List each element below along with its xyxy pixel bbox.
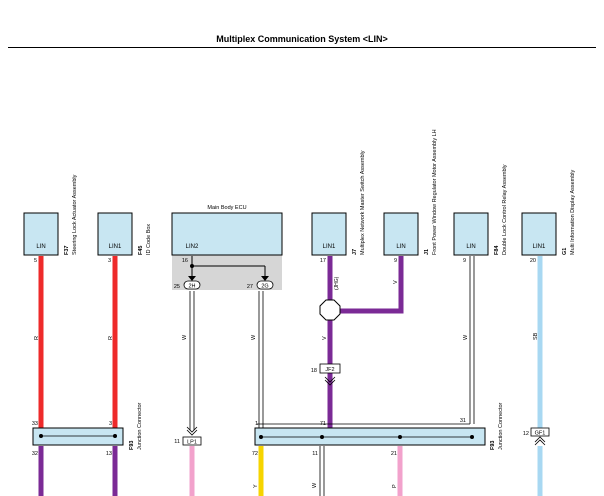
- junction-right-pin-31: 31: [460, 418, 466, 424]
- connector-gf1-arrow-bot: [534, 439, 546, 446]
- connector-gf1-id: GF1: [535, 430, 546, 436]
- wire-color-f37: R: [34, 336, 40, 340]
- component-name-f37: Steering Lock Actuator Assembly: [72, 174, 78, 255]
- pin-label-f37: LIN: [36, 244, 45, 250]
- wire-j1: [330, 256, 404, 314]
- junction-right-pin-71: 71: [320, 421, 326, 427]
- connector-jf2-arrow-top: [324, 376, 336, 383]
- splice-octagon: [319, 299, 341, 321]
- component-box-f84: [453, 212, 489, 256]
- wire-color-f84: W: [463, 334, 469, 340]
- component-box-j7: [311, 212, 347, 256]
- title-divider: [8, 47, 596, 48]
- component-box-g1: [521, 212, 557, 256]
- component-name-j1: Front Power Window Regulator Motor Assem…: [432, 129, 438, 255]
- component-box-ecu: [171, 212, 283, 256]
- splice-2h-id: 2H: [188, 283, 195, 289]
- connector-lp1-pin: 11: [174, 439, 180, 445]
- junction-left-pin-3: 3: [109, 421, 112, 427]
- connector-jf2-pin: 18: [311, 368, 317, 374]
- pin-number-f84: 9: [463, 258, 466, 264]
- junction-right-node-4: [470, 435, 474, 439]
- splice-2g-id: 2G: [261, 283, 268, 289]
- component-name-f84: Double Lock Control Relay Assembly: [502, 164, 508, 255]
- junction-connector-left: [32, 427, 124, 446]
- component-id-f37: F37: [64, 246, 70, 255]
- junction-left-node-2: [113, 434, 117, 438]
- splice-2h: [183, 280, 201, 290]
- pin-label-f45: LIN1: [109, 244, 122, 250]
- connector-gf1-arrow-top: [534, 436, 546, 443]
- component-name-f45: ID Code Box: [146, 224, 152, 255]
- junction-connector-right: [254, 427, 486, 446]
- component-id-g1: G1: [562, 248, 568, 255]
- component-box-j1: [383, 212, 419, 256]
- junction-right-name: Junction Connector: [498, 402, 504, 450]
- junction-right-node-1: [259, 435, 263, 439]
- component-id-f84: F84: [494, 245, 500, 255]
- wire-color-f45: R: [108, 336, 114, 340]
- junction-left-id: F93: [129, 441, 135, 450]
- pin-label-g1: LIN1: [533, 244, 546, 250]
- ecu-arrow-2h: [188, 276, 196, 281]
- connector-jhg-label: (JHG): [334, 276, 340, 290]
- pin-number-ecu: 16: [182, 258, 188, 264]
- junction-right-node-2: [320, 435, 324, 439]
- splice-2g: [256, 280, 274, 290]
- junction-left-pin-32: 32: [32, 451, 38, 457]
- junction-right-node-3: [398, 435, 402, 439]
- splice-2h-pin: 25: [174, 284, 180, 290]
- connector-gf1: [530, 427, 550, 437]
- connector-jf2-arrow-bot: [324, 379, 336, 386]
- junction-right-pin-72: 72: [252, 451, 258, 457]
- pin-number-f45: 3: [108, 258, 111, 264]
- component-name-j7: Multiplex Network Master Switch Assembly: [360, 150, 366, 255]
- junction-right-pin-11: 11: [312, 451, 318, 457]
- pin-label-f84: LIN: [466, 244, 475, 250]
- junction-right-pin-21: 21: [391, 451, 397, 457]
- connector-lp1: [182, 436, 202, 446]
- ecu-arrow-2g: [261, 276, 269, 281]
- component-name-g1: Multi Information Display Assembly: [570, 169, 576, 255]
- connector-jf2-id: JF2: [325, 367, 334, 373]
- wire-color-g1: SB: [533, 332, 539, 340]
- junction-left-node-1: [39, 434, 43, 438]
- junction-left-pin-13: 13: [106, 451, 112, 457]
- pin-label-j1: LIN: [396, 244, 405, 250]
- ecu-name: Main Body ECU: [207, 205, 246, 211]
- pin-number-j1: 9: [394, 258, 397, 264]
- wire-color-j7: V: [322, 336, 328, 340]
- component-id-j1: J1: [424, 249, 430, 255]
- wire-color-2g: W: [251, 334, 257, 340]
- connector-lp1-arrow-top: [186, 426, 198, 433]
- ecu-internal-node: [190, 264, 194, 268]
- page-title: Multiplex Communication System <LIN>: [216, 34, 388, 44]
- junction-right-pin-1: 1: [255, 421, 258, 427]
- wire-color-j1: V: [393, 280, 399, 284]
- wire-color-2h: W: [182, 334, 188, 340]
- junction-left-name: Junction Connector: [137, 402, 143, 450]
- wire-color-bottom-yellow: Y: [253, 484, 259, 488]
- pin-number-f37: 5: [34, 258, 37, 264]
- junction-left-pin-33: 33: [32, 421, 38, 427]
- pin-number-j7: 17: [320, 258, 326, 264]
- pin-number-g1: 20: [530, 258, 536, 264]
- wire-color-bottom-pink: P: [392, 484, 398, 488]
- component-id-j7: J7: [352, 249, 358, 255]
- connector-lp1-id: LP1: [187, 439, 197, 445]
- component-id-f45: F45: [138, 246, 144, 255]
- pin-label-j7: LIN1: [323, 244, 336, 250]
- component-box-f45: [97, 212, 133, 256]
- pin-label-ecu: LIN2: [186, 244, 199, 250]
- wire-color-bottom-white: W: [312, 482, 318, 488]
- connector-jf2: [319, 363, 341, 374]
- connector-gf1-pin: 12: [523, 431, 529, 437]
- connector-lp1-arrow-bot: [186, 429, 198, 436]
- component-box-f37: [23, 212, 59, 256]
- splice-2g-pin: 27: [247, 284, 253, 290]
- junction-right-id: F93: [490, 441, 496, 450]
